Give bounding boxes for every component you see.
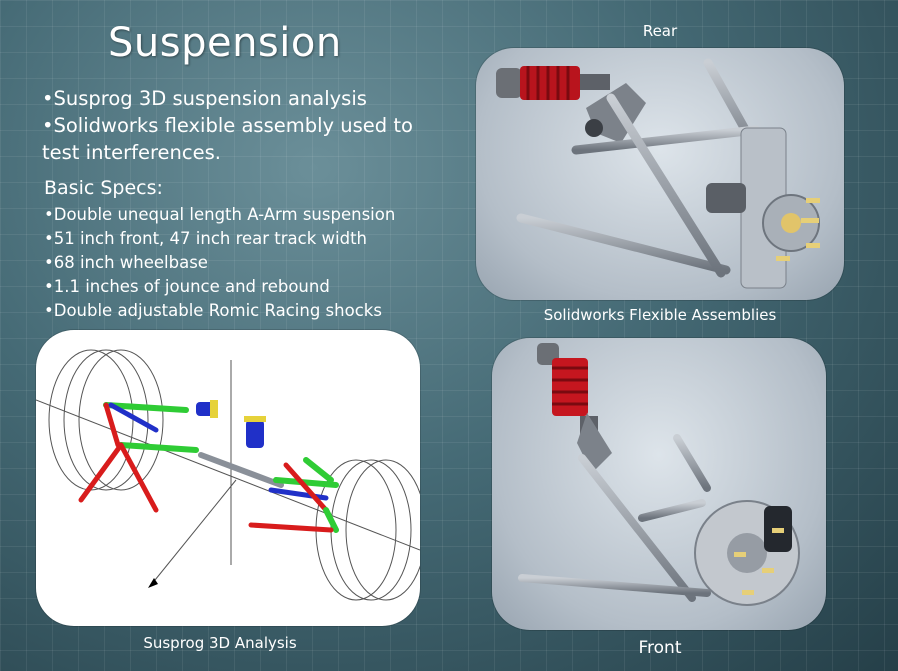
spec-item: •1.1 inches of jounce and rebound: [44, 277, 330, 296]
flexible-caption: Solidworks Flexible Assemblies: [543, 306, 777, 324]
susprog-analysis-image: [36, 330, 420, 626]
front-caption: Front: [638, 638, 682, 658]
susprog-caption: Susprog 3D Analysis: [143, 634, 297, 652]
specs-heading: Basic Specs:: [44, 177, 163, 199]
slide-title: Suspension: [108, 20, 342, 66]
rear-assembly-image: [476, 48, 844, 300]
spec-item: •68 inch wheelbase: [44, 253, 208, 272]
spec-item: •Double unequal length A-Arm suspension: [44, 205, 396, 224]
bullet-item: •Solidworks flexible assembly used to te…: [42, 114, 413, 164]
bullet-item: •Susprog 3D suspension analysis: [42, 87, 367, 110]
specs-list: •Double unequal length A-Arm suspension …: [44, 203, 444, 323]
rear-caption: Rear: [642, 22, 678, 40]
spec-item: •Double adjustable Romic Racing shocks: [44, 301, 382, 320]
coil-spring: [520, 66, 580, 100]
front-assembly-image: [492, 338, 826, 630]
spec-item: •51 inch front, 47 inch rear track width: [44, 229, 368, 248]
intro-bullets: •Susprog 3D suspension analysis •Solidwo…: [42, 85, 442, 166]
